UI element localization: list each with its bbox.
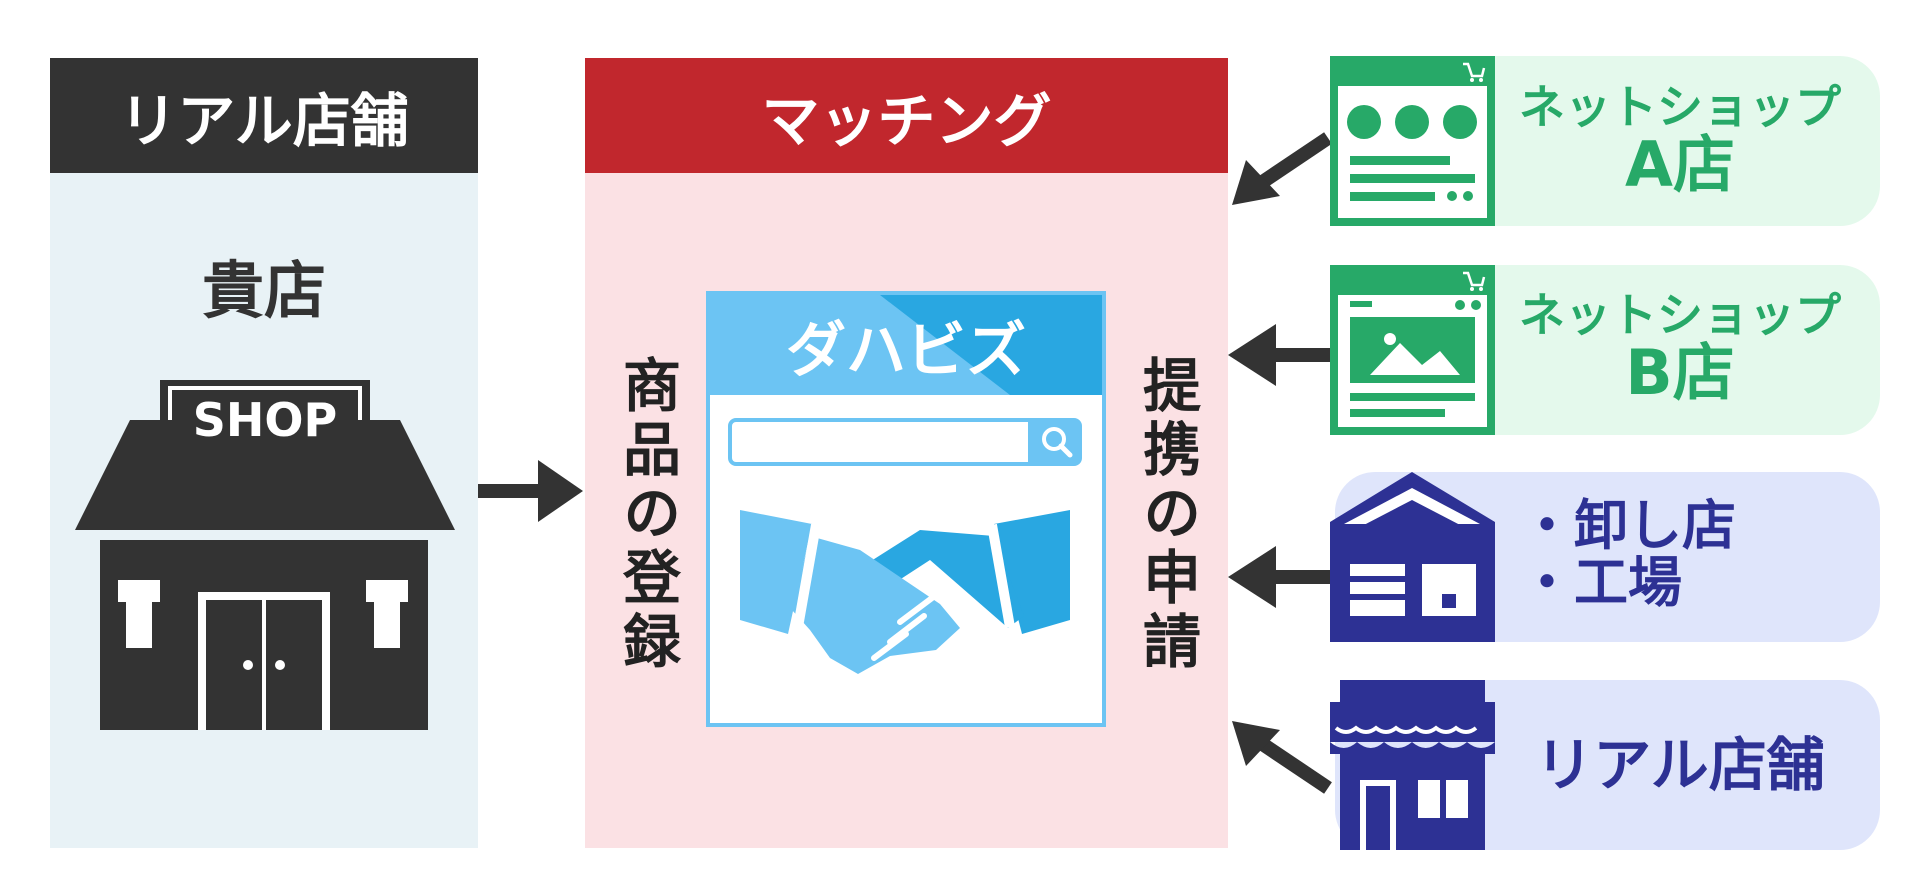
warehouse-icon [1330, 472, 1495, 642]
arrow-from-shop-a-icon [1232, 132, 1332, 205]
shop-b-line2: B店 [1625, 335, 1735, 409]
center-panel-header: マッチング [585, 58, 1228, 173]
real-store-line1: リアル店舗 [1535, 730, 1825, 799]
search-icon [1042, 427, 1073, 458]
left-panel-header: リアル店舗 [50, 58, 478, 173]
center-header-text: マッチング [761, 86, 1052, 155]
vertical-text-register: 商品の登録 [613, 355, 681, 675]
shop-b-line1: ネットショップ [1519, 288, 1841, 343]
shop-sign: SHOP [192, 393, 338, 447]
shop-a-label: ネットショップ A店 [1500, 70, 1860, 210]
web-image-icon [1330, 265, 1495, 435]
arrow-from-real-store-icon [1232, 721, 1332, 794]
web-shop-icon [1330, 56, 1495, 226]
wholesale-label: ・卸し店 ・工場 [1520, 485, 1780, 625]
wholesale-line1: ・卸し店 [1520, 494, 1736, 558]
site-name: ダハビズ [786, 315, 1026, 386]
search-button[interactable] [1032, 418, 1082, 466]
shop-title: 貴店 [201, 254, 326, 327]
shop-a-line2: A店 [1625, 127, 1735, 201]
handshake-icon [740, 510, 1070, 674]
shop-b-label: ネットショップ B店 [1500, 278, 1860, 418]
site-search-input[interactable] [728, 418, 1032, 466]
arrow-to-matching-icon [478, 460, 583, 522]
arrow-from-wholesale-icon [1228, 546, 1330, 608]
real-store-label: リアル店舗 [1500, 690, 1860, 840]
shop-building-icon [75, 380, 455, 730]
site-header-bg [710, 295, 1102, 395]
left-header-text: リアル店舗 [119, 86, 409, 155]
arrow-from-shop-b-icon [1228, 324, 1330, 386]
storefront-icon [1330, 680, 1495, 850]
vertical-text-partner: 提携の申請 [1133, 355, 1201, 675]
wholesale-line2: ・工場 [1520, 551, 1682, 614]
shop-a-line1: ネットショップ [1519, 80, 1841, 135]
